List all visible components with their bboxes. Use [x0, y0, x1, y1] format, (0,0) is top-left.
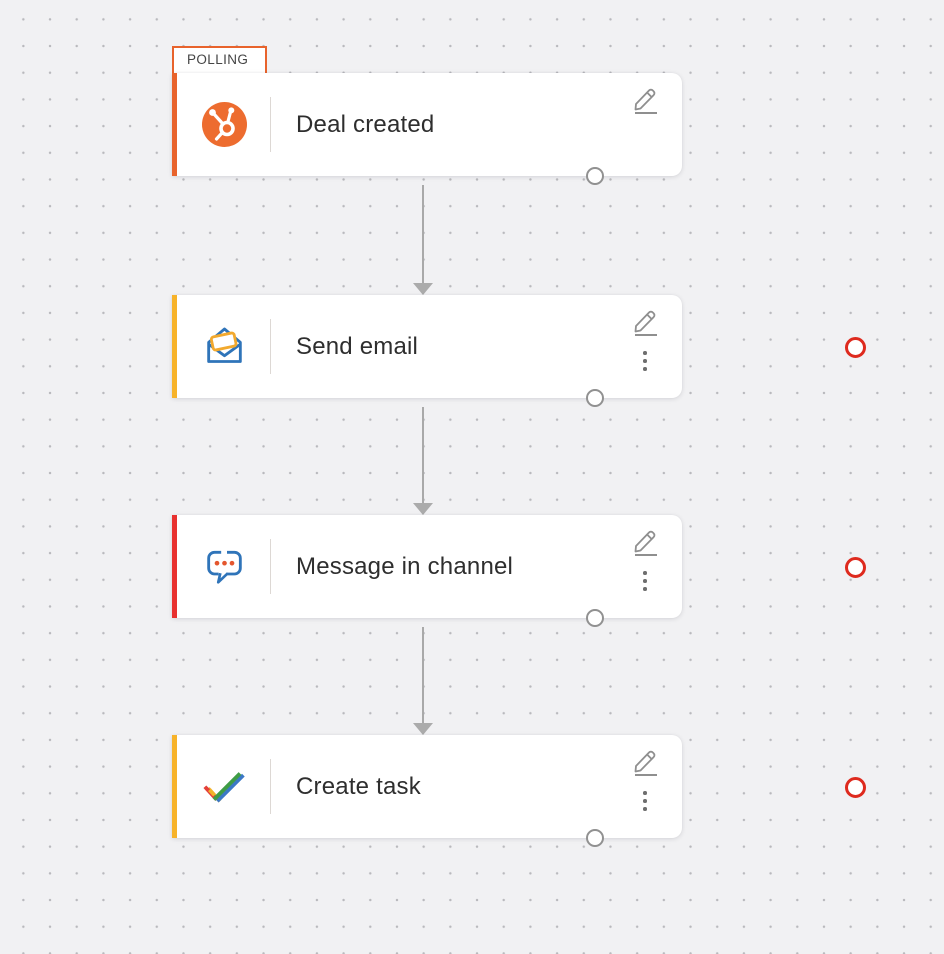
- node-title: Message in channel: [296, 552, 514, 580]
- hubspot-icon: [202, 102, 247, 147]
- node-accent-bar: [172, 735, 177, 838]
- connector-arrow-1: [413, 283, 433, 295]
- connector-arrow-3: [413, 723, 433, 735]
- connector-line-1: [422, 185, 424, 284]
- node-accent-bar: [172, 515, 177, 618]
- divider: [270, 539, 271, 594]
- node-message-in-channel[interactable]: Message in channel: [172, 515, 866, 627]
- node-title: Deal created: [296, 110, 435, 138]
- edit-node-button[interactable]: [632, 526, 660, 556]
- node-menu-button[interactable]: [638, 564, 652, 598]
- error-port[interactable]: [845, 777, 866, 798]
- output-port[interactable]: [586, 609, 604, 627]
- polling-badge-label: POLLING: [187, 52, 249, 67]
- divider: [270, 97, 271, 152]
- output-port[interactable]: [586, 167, 604, 185]
- node-create-task[interactable]: Create task: [172, 735, 866, 847]
- edit-node-button[interactable]: [632, 84, 660, 114]
- polling-badge: POLLING: [172, 46, 267, 76]
- node-menu-button[interactable]: [638, 344, 652, 378]
- node-title: Send email: [296, 332, 419, 360]
- output-port[interactable]: [586, 829, 604, 847]
- error-port[interactable]: [845, 557, 866, 578]
- node-deal-created[interactable]: Deal created: [172, 73, 682, 185]
- node-accent-bar: [172, 73, 177, 176]
- connector-arrow-2: [413, 503, 433, 515]
- email-icon: [202, 324, 247, 369]
- output-port[interactable]: [586, 389, 604, 407]
- node-send-email[interactable]: Send email: [172, 295, 866, 407]
- node-menu-button[interactable]: [638, 784, 652, 818]
- error-port[interactable]: [845, 337, 866, 358]
- divider: [270, 319, 271, 374]
- node-accent-bar: [172, 295, 177, 398]
- tasks-icon: [202, 764, 247, 809]
- node-title: Create task: [296, 772, 421, 800]
- connector-line-2: [422, 407, 424, 504]
- edit-node-button[interactable]: [632, 746, 660, 776]
- chat-icon: [202, 544, 247, 589]
- connector-line-3: [422, 627, 424, 724]
- divider: [270, 759, 271, 814]
- edit-node-button[interactable]: [632, 306, 660, 336]
